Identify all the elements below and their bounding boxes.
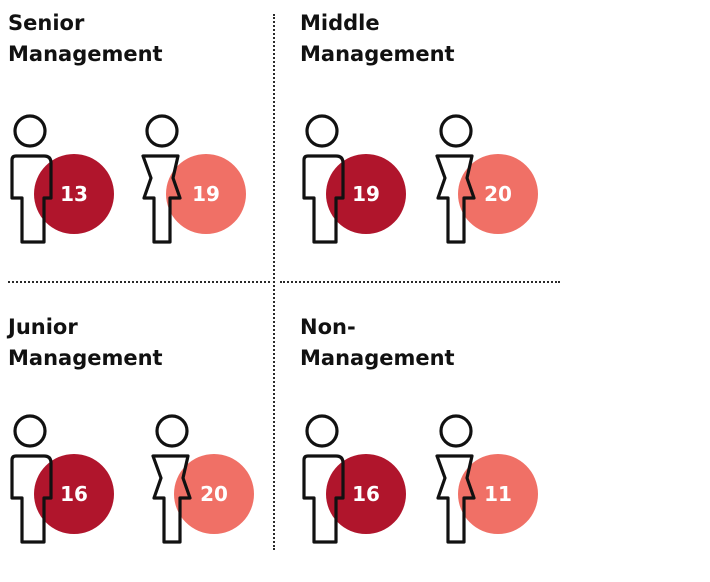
quadrant-junior-management: Junior Management 16 20	[8, 312, 270, 582]
male-person-icon	[10, 114, 53, 244]
male-group: 19	[300, 114, 420, 254]
title-line-1: Junior	[8, 315, 78, 339]
quadrant-title: Senior Management	[8, 8, 208, 70]
horizontal-divider-left	[8, 281, 270, 283]
male-value-circle: 16	[326, 454, 406, 534]
male-group: 16	[8, 414, 128, 554]
quadrant-middle-management: Middle Management 19 20	[300, 8, 562, 278]
male-group: 16	[300, 414, 420, 554]
quadrant-senior-management: Senior Management 13 19	[8, 8, 270, 278]
female-group: 20	[150, 414, 270, 554]
female-value: 20	[200, 482, 228, 506]
female-value-circle: 11	[458, 454, 538, 534]
male-group: 13	[8, 114, 128, 254]
female-group: 19	[140, 114, 260, 254]
title-line-2: Management	[300, 42, 455, 66]
male-value-circle: 19	[326, 154, 406, 234]
quadrant-title: Junior Management	[8, 312, 208, 374]
male-value: 13	[60, 182, 88, 206]
vertical-divider	[273, 14, 275, 550]
male-value-circle: 16	[34, 454, 114, 534]
female-value-circle: 20	[458, 154, 538, 234]
female-person-icon	[141, 114, 182, 244]
female-value: 19	[192, 182, 220, 206]
male-person-icon	[302, 114, 345, 244]
male-value-circle: 13	[34, 154, 114, 234]
female-person-icon	[435, 414, 476, 544]
quadrant-title: Middle Management	[300, 8, 500, 70]
title-line-1: Senior	[8, 11, 85, 35]
female-group: 20	[434, 114, 554, 254]
male-value: 16	[352, 482, 380, 506]
female-person-icon	[151, 414, 192, 544]
female-person-icon	[435, 114, 476, 244]
title-line-2: Management	[300, 346, 455, 370]
female-group: 11	[434, 414, 554, 554]
male-person-icon	[10, 414, 53, 544]
horizontal-divider-right	[280, 281, 560, 283]
title-line-1: Non-	[300, 315, 356, 339]
quadrant-title: Non- Management	[300, 312, 500, 374]
male-person-icon	[302, 414, 345, 544]
female-value: 20	[484, 182, 512, 206]
title-line-2: Management	[8, 42, 163, 66]
title-line-2: Management	[8, 346, 163, 370]
female-value: 11	[484, 482, 512, 506]
male-value: 19	[352, 182, 380, 206]
quadrant-non-management: Non- Management 16 11	[300, 312, 562, 582]
title-line-1: Middle	[300, 11, 380, 35]
male-value: 16	[60, 482, 88, 506]
